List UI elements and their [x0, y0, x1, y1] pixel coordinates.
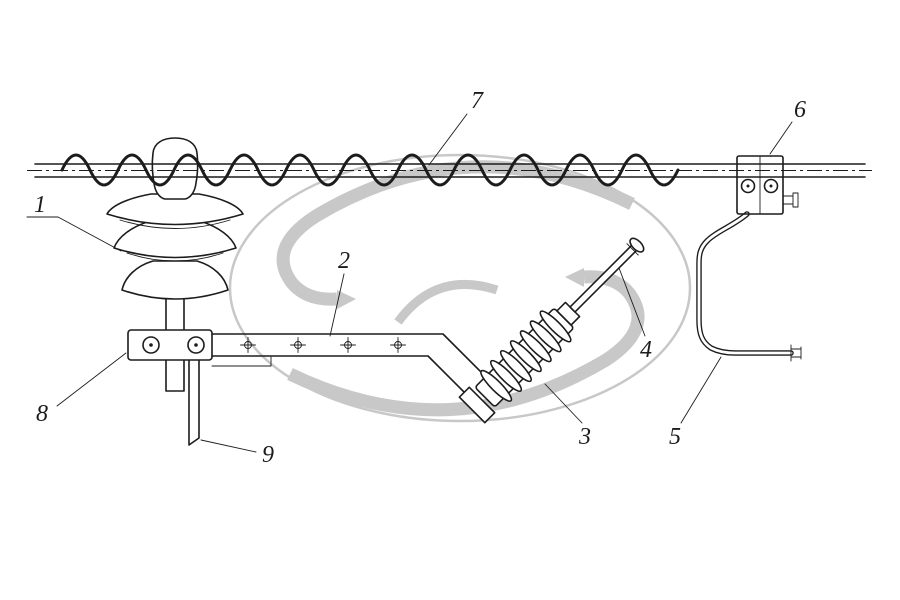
insulator-pin-clamp: [127, 329, 213, 361]
piercing-clamp: [736, 155, 799, 215]
leader-line-8: [56, 352, 127, 407]
callout-label-1: 1: [34, 192, 46, 218]
vertical-bracket: [188, 359, 200, 446]
electrode-tip: [629, 237, 645, 253]
clamp-bolt-shank: [782, 195, 794, 205]
insulator-drip-edge-2: [126, 252, 224, 262]
wire-terminal: [790, 344, 802, 362]
arrester-rib: [509, 340, 542, 373]
callout-label-9: 9: [262, 442, 274, 468]
callout-label-8: 8: [36, 401, 48, 427]
watermark-ellipse: [228, 153, 692, 423]
watermark-arrow-top: [337, 290, 356, 309]
insulator-skirt-3: [121, 260, 229, 300]
watermark-arrow-bottom: [565, 268, 584, 287]
callout-6: 6: [769, 97, 806, 155]
mounting-hardware: [127, 329, 500, 446]
clamp-bolt-head: [792, 192, 799, 208]
insulator-drip-edge-1: [119, 219, 231, 229]
callout-3: 3: [544, 383, 591, 450]
insulator-skirt-2: [113, 220, 237, 259]
callout-label-7: 7: [471, 88, 484, 114]
callout-1: 1: [26, 192, 122, 252]
clamp-bolt: [740, 178, 756, 194]
leader-line-3: [544, 383, 583, 424]
arrester-rib: [529, 320, 562, 353]
clamp-bolt-right: [187, 336, 205, 354]
watermark-swirl-bottom: [287, 270, 645, 417]
callout-2: 2: [329, 248, 350, 337]
arrester-rib: [519, 330, 552, 363]
clamp-bolt: [763, 178, 779, 194]
bracket-hole: [240, 337, 256, 353]
leader-line-7: [428, 113, 468, 166]
leader-line-9: [200, 439, 257, 453]
arrester-foot: [458, 386, 496, 424]
callout-label-6: 6: [794, 97, 806, 123]
callout-label-2: 2: [338, 248, 350, 274]
arrester-rib: [539, 310, 572, 343]
callout-7: 7: [428, 88, 484, 166]
callout-9: 9: [200, 439, 274, 468]
leader-line-1: [26, 216, 122, 252]
clamp-bolt-left: [142, 336, 160, 354]
bracket-hole: [340, 337, 356, 353]
callout-label-4: 4: [640, 337, 652, 363]
connection-wire: [696, 211, 802, 362]
leader-line-6: [769, 121, 793, 155]
arrester-rib: [480, 369, 513, 402]
leader-line-4: [618, 267, 646, 337]
arrester-rib: [489, 359, 523, 393]
insulator-skirt-1: [106, 193, 244, 226]
bracket-flange: [211, 356, 272, 367]
callout-4: 4: [618, 267, 652, 363]
callout-5: 5: [669, 356, 722, 450]
helical-tie-wrap: [60, 153, 680, 187]
bracket-hole: [390, 337, 406, 353]
callout-label-3: 3: [578, 424, 591, 450]
watermark-logo: [228, 153, 692, 423]
watermark-center-arc: [394, 279, 499, 325]
mounting-bracket: [211, 333, 500, 400]
leader-line-2: [329, 273, 345, 337]
surge-arrester: [458, 237, 645, 424]
callout-label-5: 5: [669, 424, 681, 450]
leader-line-5: [680, 356, 722, 424]
arrester-rib: [499, 349, 533, 383]
bracket-hole: [290, 337, 306, 353]
callouts: 1 2 3 4 5 6 7 8: [26, 88, 806, 468]
callout-8: 8: [36, 352, 127, 427]
